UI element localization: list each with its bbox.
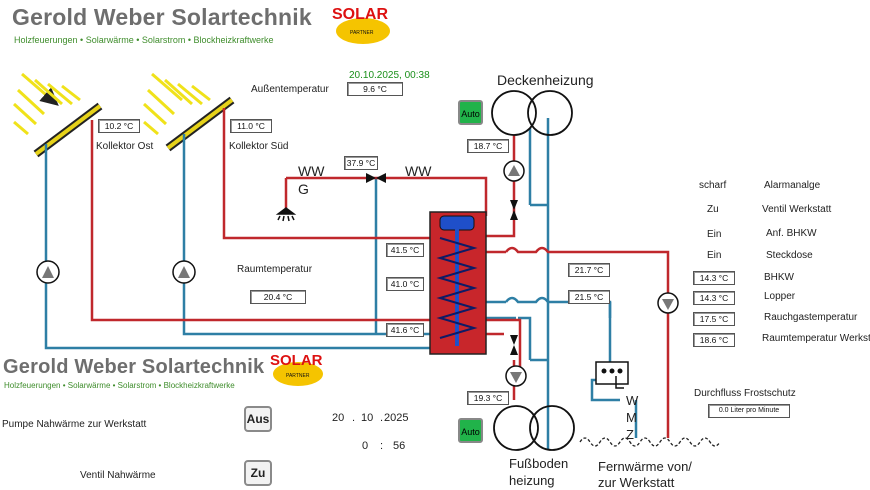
company-name: Gerold Weber Solartechnik bbox=[12, 4, 312, 30]
status-state: Zu bbox=[707, 204, 719, 215]
collector-south bbox=[165, 96, 235, 152]
temp-value: 18.6 °C bbox=[693, 333, 735, 347]
ceiling-auto-button[interactable]: Auto bbox=[458, 100, 483, 125]
panel-date-day: 20 bbox=[332, 412, 345, 424]
panel-logo-sub: PARTNER bbox=[286, 373, 310, 379]
status-label: Steckdose bbox=[766, 250, 813, 261]
blue-pipes bbox=[44, 118, 638, 450]
status-state: Ein bbox=[707, 250, 722, 261]
solar-partner-logo: SOLAR PARTNER bbox=[330, 4, 396, 48]
panel-logo-text: SOLAR bbox=[270, 352, 323, 369]
panel-date-month: 10 bbox=[361, 412, 374, 424]
ww-right-label: WW bbox=[405, 163, 432, 179]
line-temp-1: 21.7 °C bbox=[568, 263, 610, 277]
valve-icon bbox=[366, 173, 518, 355]
room-temp-label: Raumtemperatur bbox=[237, 264, 313, 275]
status-state: Ein bbox=[707, 229, 722, 240]
temp-label: Raumtemperatur Werkstatt bbox=[762, 333, 870, 344]
wmz-m: M bbox=[626, 410, 637, 425]
collector-south-label: Kollektor Süd bbox=[229, 141, 289, 152]
valve-label: Ventil Nahwärme bbox=[80, 470, 156, 481]
pump-label: Pumpe Nahwärme zur Werkstatt bbox=[2, 419, 147, 430]
ww-temp: 37.9 °C bbox=[344, 156, 378, 170]
datetime: 20.10.2025, 00:38 bbox=[349, 70, 430, 81]
heat-meter-icon bbox=[595, 361, 629, 389]
sun-rays-east bbox=[12, 72, 81, 136]
panel-company-tagline: Holzfeuerungen • Solarwärme • Solarstrom… bbox=[4, 381, 235, 390]
temp-value: 14.3 °C bbox=[693, 291, 735, 305]
collector-east-temp: 10.2 °C bbox=[98, 119, 140, 133]
ww-left-sub: G bbox=[298, 181, 309, 197]
floor-temp: 19.3 °C bbox=[467, 391, 509, 405]
tank-mid-temp: 41.0 °C bbox=[386, 277, 424, 291]
ceiling-heating-label: Deckenheizung bbox=[497, 72, 594, 88]
fernwaerme-label-1: Fernwärme von/ bbox=[598, 459, 692, 474]
temp-label: Rauchgastemperatur bbox=[764, 312, 858, 323]
flow-label: Durchfluss Frostschutz bbox=[694, 388, 796, 399]
outside-temp-value: 9.6 °C bbox=[347, 82, 403, 96]
temp-value: 14.3 °C bbox=[693, 271, 735, 285]
floor-exchanger bbox=[493, 405, 575, 451]
temp-value: 17.5 °C bbox=[693, 312, 735, 326]
panel-solar-logo: SOLAR PARTNER bbox=[268, 350, 328, 390]
fernwaerme-label-2: zur Werkstatt bbox=[598, 475, 675, 490]
floor-auto-button[interactable]: Auto bbox=[458, 418, 483, 443]
status-label: Anf. BHKW bbox=[766, 228, 817, 239]
panel-time-minute: 56 bbox=[393, 440, 406, 452]
status-label: Ventil Werkstatt bbox=[762, 204, 832, 215]
red-pipes bbox=[90, 108, 670, 438]
panel-company-name: Gerold Weber Solartechnik bbox=[3, 356, 265, 378]
pump-icon bbox=[36, 160, 679, 387]
collector-east-label: Kollektor Ost bbox=[96, 141, 154, 152]
floor-heating-label-2: heizung bbox=[509, 473, 555, 488]
sun-rays-south bbox=[142, 72, 211, 136]
flow-value: 0.0 Liter pro Minute bbox=[708, 404, 790, 418]
pump-toggle-button[interactable]: Aus bbox=[244, 406, 272, 432]
ground-line bbox=[579, 437, 721, 447]
temp-label: Lopper bbox=[764, 291, 796, 302]
panel-date-sep-2: . bbox=[380, 412, 384, 424]
tank-bottom-temp: 41.6 °C bbox=[386, 323, 424, 337]
wmz-w: W bbox=[626, 393, 639, 408]
wmz-z: Z bbox=[626, 427, 634, 442]
valve-toggle-button[interactable]: Zu bbox=[244, 460, 272, 486]
ww-left-label: WW bbox=[298, 163, 325, 179]
panel-date-sep-1: . bbox=[352, 412, 356, 424]
panel-time-hour: 0 bbox=[362, 440, 369, 452]
temp-label: BHKW bbox=[764, 272, 794, 283]
company-tagline: Holzfeuerungen • Solarwärme • Solarstrom… bbox=[14, 35, 274, 45]
collector-south-temp: 11.0 °C bbox=[230, 119, 272, 133]
status-label: Alarmanalge bbox=[764, 180, 821, 191]
line-temp-2: 21.5 °C bbox=[568, 290, 610, 304]
tank-coil bbox=[436, 237, 478, 339]
tank-top-temp: 41.5 °C bbox=[386, 243, 424, 257]
ceiling-exchanger bbox=[491, 90, 573, 136]
outside-temp-label: Außentemperatur bbox=[251, 84, 329, 95]
status-state: scharf bbox=[699, 180, 727, 191]
panel-time-sep: : bbox=[380, 440, 384, 452]
ceiling-temp: 18.7 °C bbox=[467, 139, 509, 153]
floor-heating-label-1: Fußboden bbox=[509, 456, 569, 471]
panel-date-year: 2025 bbox=[384, 412, 409, 424]
shower-icon bbox=[275, 207, 297, 222]
logo-sub: PARTNER bbox=[350, 30, 374, 36]
tank-heater-top bbox=[439, 215, 475, 231]
room-temp-value: 20.4 °C bbox=[250, 290, 306, 304]
logo-text: SOLAR bbox=[332, 6, 388, 23]
